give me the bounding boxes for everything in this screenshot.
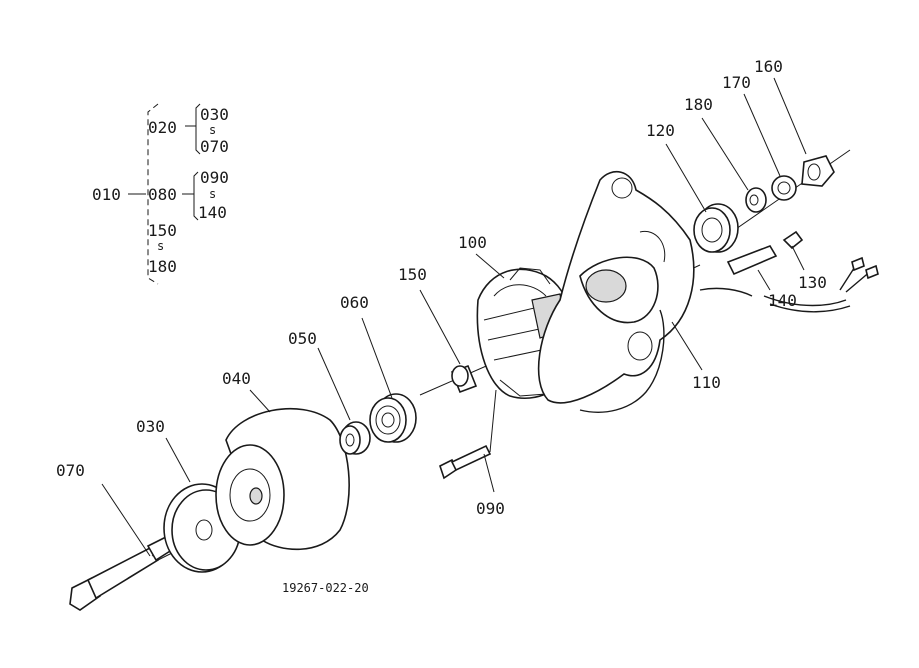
part-140-connector [726,245,851,313]
part-170-washer [771,175,797,201]
callout-150: 150 [398,265,427,284]
hier-180: 180 [148,257,177,276]
part-130-bolt [782,230,879,293]
callout-180: 180 [684,95,713,114]
callout-120: 120 [646,121,675,140]
part-040-drum [215,407,350,551]
callout-130: 130 [798,273,827,292]
hier-030: 030 [200,105,229,124]
callout-050: 050 [288,329,317,348]
callout-070: 070 [56,461,85,480]
hier-070: 070 [200,137,229,156]
callout-140: 140 [768,291,797,310]
callout-170: 170 [722,73,751,92]
part-180-spacer [745,187,767,213]
part-070-bolt [69,532,180,611]
callout-030: 030 [136,417,165,436]
callout-060: 060 [340,293,369,312]
hier-010: 010 [92,185,121,204]
drawing-number: 19267-022-20 [282,581,369,595]
hier-150: 150 [148,221,177,240]
part-160-nut [801,155,835,187]
hier-140: 140 [198,203,227,222]
callout-100: 100 [458,233,487,252]
hier-tilde: s [157,239,164,253]
callout-160: 160 [754,57,783,76]
part-120-bearing [693,203,739,253]
hier-080: 080 [148,185,177,204]
leader-lines [101,77,807,557]
assembly-hierarchy: 010 020 030 s 070 080 090 s 140 150 s 18… [92,103,229,285]
callout-090: 090 [476,499,505,518]
hier-020: 020 [148,118,177,137]
hier-tilde: s [209,187,216,201]
part-110-housing [537,170,753,413]
part-090-screw [439,389,497,480]
callout-040: 040 [222,369,251,388]
callout-labels: 070 030 040 050 060 150 100 090 110 120 … [56,57,827,518]
hier-tilde: s [209,123,216,137]
hier-090: 090 [200,168,229,187]
part-060-bearing [369,393,417,443]
callout-110: 110 [692,373,721,392]
part-050-spacer [339,421,371,455]
part-150-collar [450,364,478,394]
